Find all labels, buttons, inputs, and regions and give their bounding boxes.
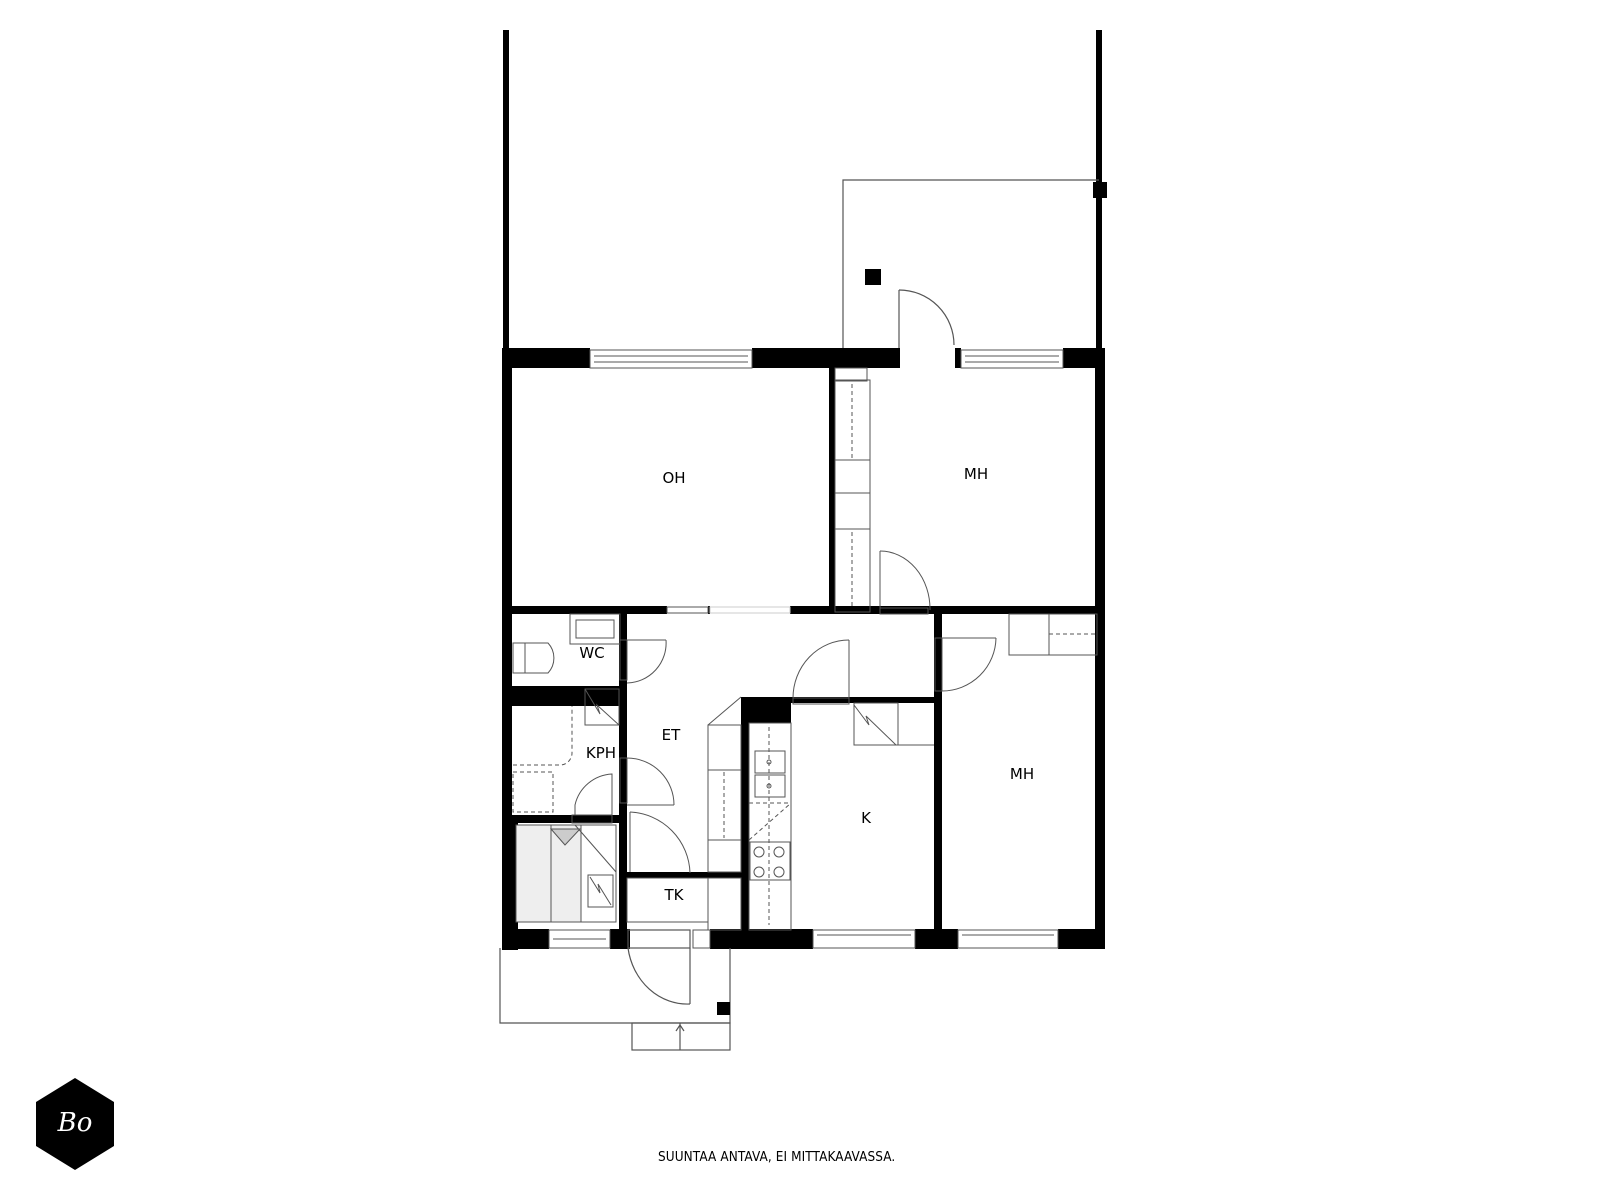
logo-text: Bo: [57, 1108, 93, 1138]
room-label-oh: OH: [662, 469, 686, 487]
outer-walls: [502, 348, 1105, 950]
terrace-top: [842, 179, 1107, 350]
room-label-wc: WC: [579, 644, 605, 662]
disclaimer-note: SUUNTAA ANTAVA, EI MITTAKAAVASSA.: [658, 1150, 896, 1165]
room-label-tk: TK: [664, 886, 684, 904]
room-label-mh1: MH: [963, 465, 989, 483]
interior-walls: [502, 368, 1105, 946]
yard-fence: [503, 30, 1102, 350]
windows: [548, 349, 1064, 949]
room-label-kph: KPH: [585, 744, 617, 762]
entrance-porch: [499, 929, 731, 1051]
room-label-mh2: MH: [1009, 765, 1035, 783]
room-label-k: K: [861, 809, 871, 827]
fixtures: [512, 367, 1098, 931]
room-label-et: ET: [661, 726, 681, 744]
logo-hexagon: [36, 1078, 114, 1170]
